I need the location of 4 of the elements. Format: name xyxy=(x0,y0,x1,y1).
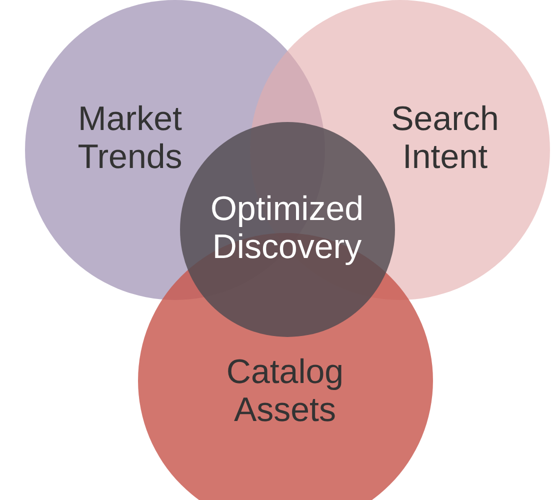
circle-label: Market Trends xyxy=(76,100,184,176)
circle-label: Search Intent xyxy=(390,100,500,176)
circle-label: Optimized Discovery xyxy=(209,190,365,266)
circle-label: Catalog Assets xyxy=(225,353,345,429)
